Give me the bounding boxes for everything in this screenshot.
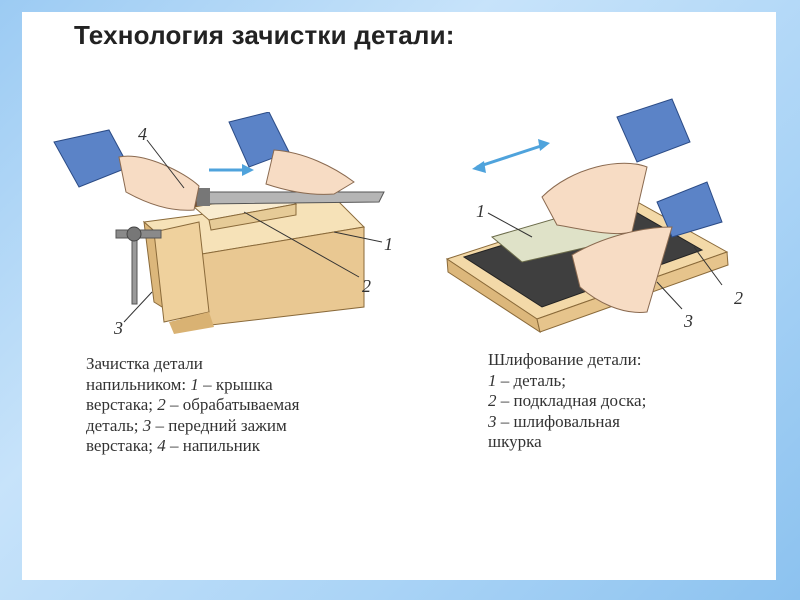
label-2: 2 bbox=[362, 276, 371, 296]
label-4: 4 bbox=[138, 124, 147, 144]
caption-line: 2 – подкладная доска; bbox=[488, 391, 647, 410]
filing-drawing: 4 1 2 3 bbox=[53, 111, 393, 338]
slide: Технология зачистки детали: bbox=[22, 12, 776, 580]
caption-line: 1 – деталь; bbox=[488, 370, 566, 390]
label-3: 3 bbox=[113, 318, 123, 337]
label-2: 2 bbox=[734, 288, 743, 308]
label-3: 3 bbox=[683, 311, 693, 331]
sanding-caption: Шлифование детали: 1 – деталь; 2 – подкл… bbox=[488, 350, 646, 453]
caption-line: Зачистка детали bbox=[86, 354, 203, 373]
caption-line: напильником: 1 – крышка bbox=[86, 374, 273, 394]
label-1: 1 bbox=[384, 234, 393, 254]
caption-line: деталь; 3 – передний зажим bbox=[86, 415, 287, 435]
filing-caption: Зачистка детали напильником: 1 – крышка … bbox=[86, 354, 299, 457]
label-1: 1 bbox=[476, 201, 485, 221]
sanding-illustration: 1 2 3 bbox=[432, 87, 772, 342]
caption-line: верстака; 2 – обрабатываемая bbox=[86, 395, 300, 414]
caption-line: верстака; 4 – напильник bbox=[86, 436, 261, 455]
caption-line: шкурка bbox=[488, 432, 542, 451]
filing-illustration: 4 1 2 3 bbox=[34, 111, 394, 338]
sanding-drawing: 1 2 3 bbox=[445, 98, 743, 334]
page-title: Технология зачистки детали: bbox=[74, 20, 455, 50]
caption-line: Шлифование детали: bbox=[488, 350, 642, 369]
caption-line: 3 – шлифовальная bbox=[488, 411, 620, 431]
